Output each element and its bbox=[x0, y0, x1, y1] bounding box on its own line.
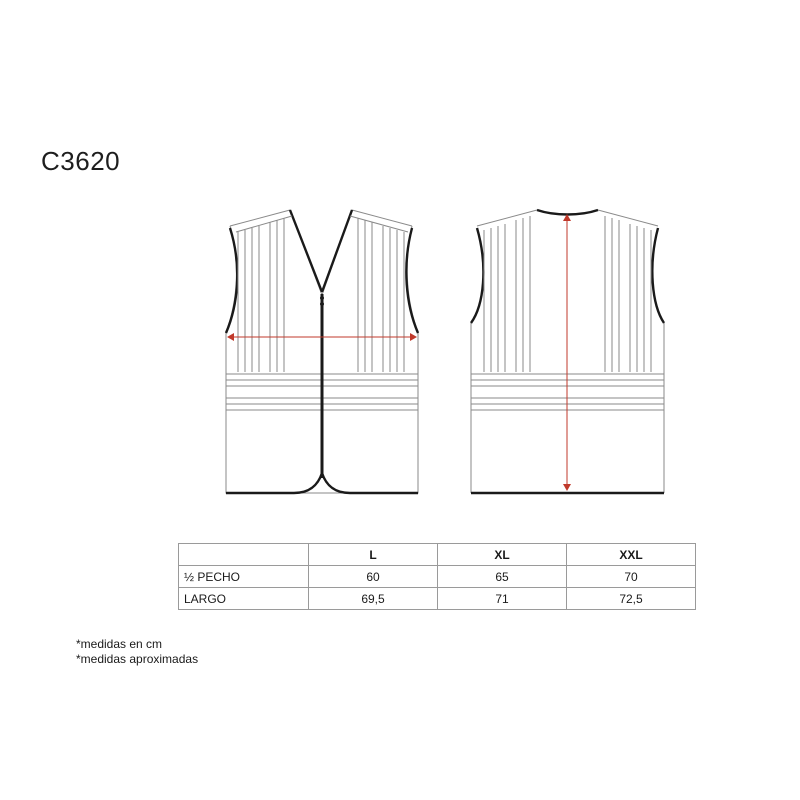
note-approximate: *medidas aproximadas bbox=[76, 652, 199, 666]
header-size-xl: XL bbox=[437, 543, 567, 566]
header-size-l: L bbox=[308, 543, 438, 566]
vest-front-icon bbox=[224, 209, 420, 495]
table-row: LARGO 69,5 71 72,5 bbox=[178, 587, 696, 610]
table-header-row: L XL XXL bbox=[178, 543, 696, 566]
table-cell: 70 bbox=[566, 565, 696, 588]
table-cell: 72,5 bbox=[566, 587, 696, 610]
header-size-xxl: XXL bbox=[566, 543, 696, 566]
header-empty bbox=[178, 543, 309, 566]
row-label-half-chest: ½ PECHO bbox=[178, 565, 309, 588]
table-cell: 60 bbox=[308, 565, 438, 588]
product-code: C3620 bbox=[41, 146, 121, 176]
table-cell: 71 bbox=[437, 587, 567, 610]
row-label-length: LARGO bbox=[178, 587, 309, 610]
size-table: L XL XXL ½ PECHO 60 65 70 LARGO 69,5 71 … bbox=[178, 543, 696, 610]
table-row: ½ PECHO 60 65 70 bbox=[178, 565, 696, 588]
table-cell: 65 bbox=[437, 565, 567, 588]
footnotes: *medidas en cm *medidas aproximadas bbox=[76, 637, 198, 667]
note-units: *medidas en cm bbox=[76, 637, 163, 651]
table-cell: 69,5 bbox=[308, 587, 438, 610]
